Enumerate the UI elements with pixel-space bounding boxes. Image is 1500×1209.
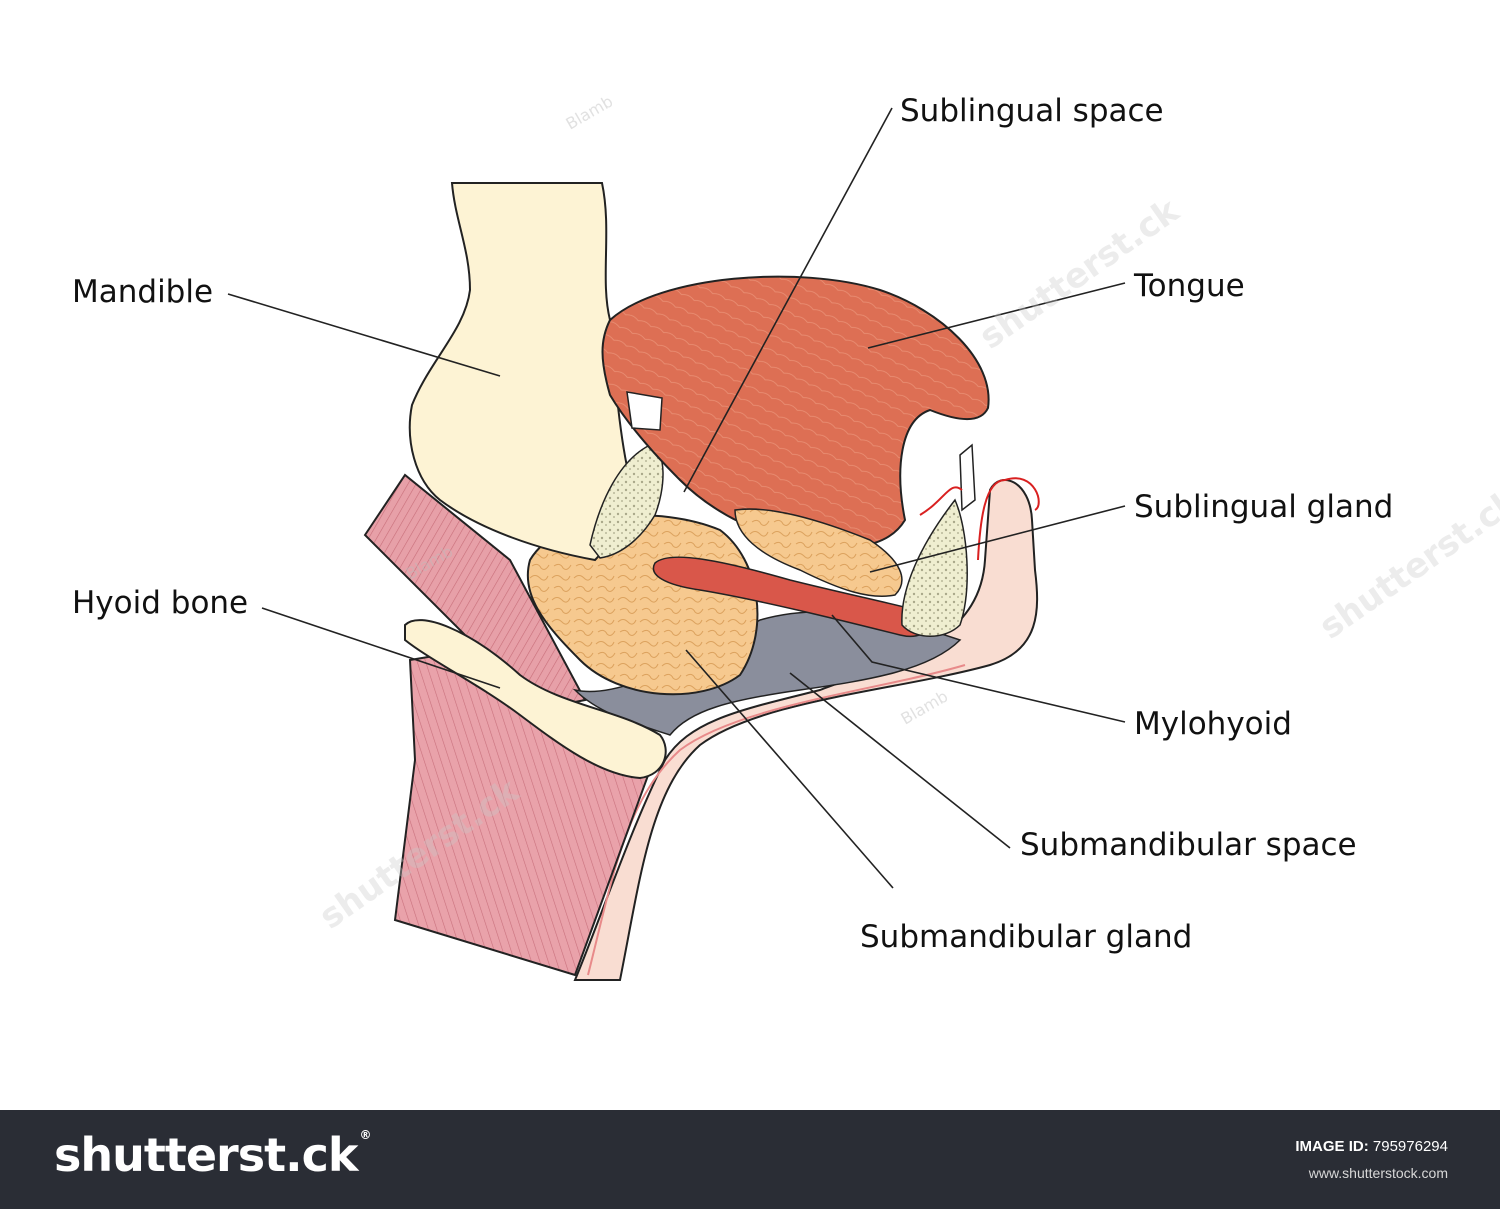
tongue-shape [601, 275, 990, 550]
footer-image-id-value: 795976294 [1372, 1138, 1448, 1155]
leader-mandible [227, 293, 501, 377]
label-mandible: Mandible [72, 274, 213, 310]
leader-lines [227, 107, 1126, 889]
footer-brand-text: shutterst.ck [54, 1128, 358, 1182]
label-hyoid-bone: Hyoid bone [72, 585, 248, 621]
lip-outline [919, 477, 1040, 561]
label-tongue: Tongue [1133, 268, 1245, 304]
skin-inner-line [587, 664, 966, 976]
sublingual-gland-shape [734, 508, 903, 598]
leader-submandibular-space [789, 672, 1011, 849]
watermark-artist: Blamb [563, 92, 617, 134]
leader-sublingual-gland [869, 505, 1126, 573]
label-mylohyoid: Mylohyoid [1134, 706, 1292, 742]
label-submandibular-gland: Submandibular gland [860, 919, 1192, 955]
stock-footer: shutterst.ck® IMAGE ID: 795976294 www.sh… [0, 1110, 1500, 1209]
leader-sublingual-space [683, 107, 893, 493]
footer-brand-mark: ® [359, 1128, 371, 1142]
footer-image-id-key: IMAGE ID: [1295, 1138, 1369, 1155]
anatomy-diagram: Blamb Blamb Blamb shutterst.ck shutterst… [72, 92, 1500, 981]
footer-brand: shutterst.ck® [54, 1128, 371, 1182]
watermark-artist: Blamb [898, 687, 952, 729]
mandible-shape [408, 182, 632, 562]
label-sublingual-space: Sublingual space [900, 93, 1164, 129]
footer-image-id: IMAGE ID: 795976294 [1295, 1138, 1448, 1155]
leader-tongue [867, 282, 1126, 349]
footer-site: www.shutterstock.com [1308, 1165, 1448, 1181]
label-submandibular-space: Submandibular space [1020, 827, 1357, 863]
label-sublingual-gland: Sublingual gland [1134, 489, 1393, 525]
skin-contour [573, 479, 1039, 981]
hyoid-bone-shape [404, 619, 667, 780]
leader-submandibular-gland [685, 649, 894, 889]
incisor-tooth [959, 443, 976, 512]
tongue-tip-notch [626, 391, 663, 431]
leader-hyoid [261, 607, 501, 689]
mandible-cancellous [589, 444, 664, 559]
leader-mylohyoid [831, 614, 1126, 723]
anterior-mandible-shape [901, 498, 968, 637]
